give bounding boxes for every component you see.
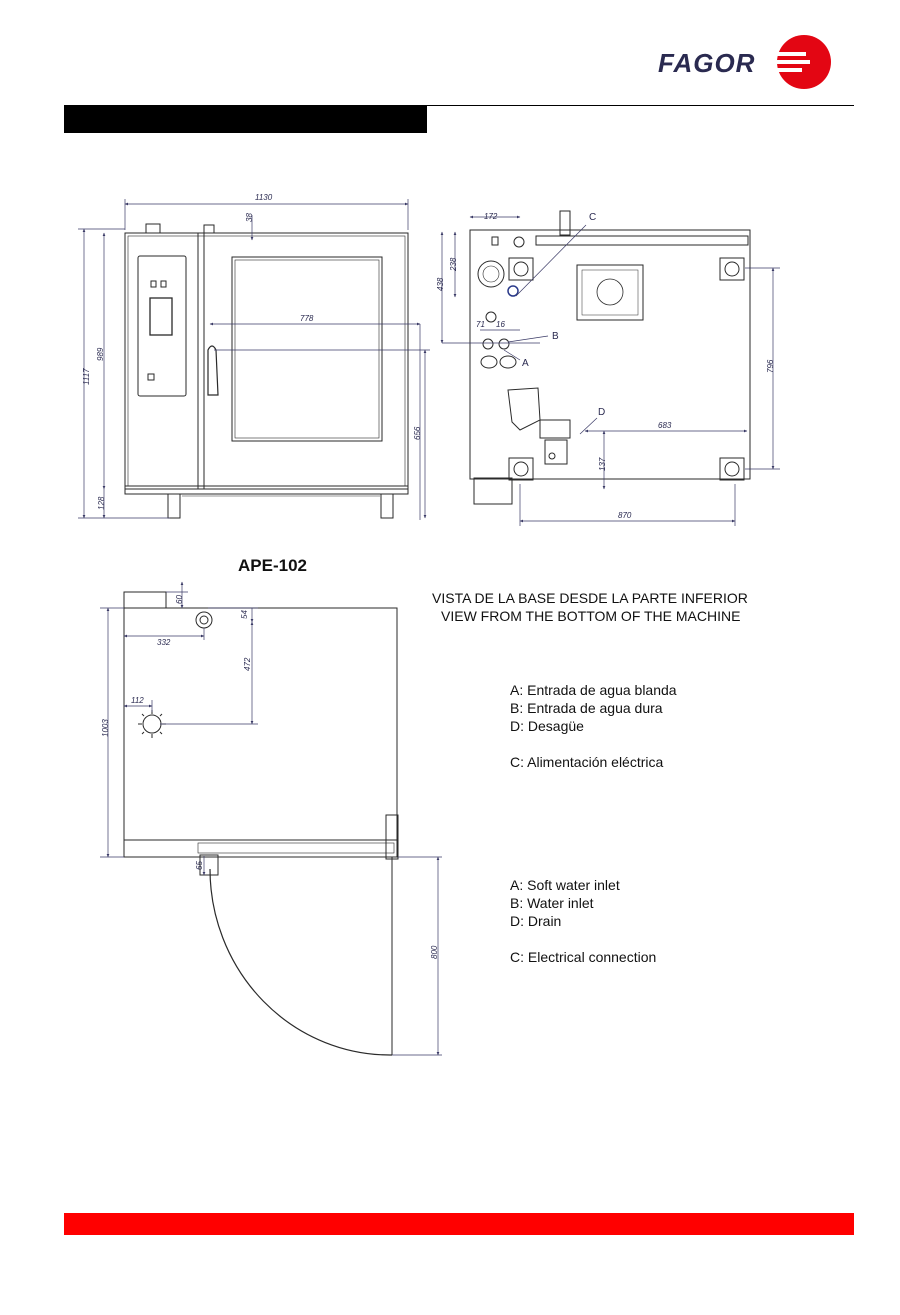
dim-outlet-depth: 472 [243, 657, 252, 671]
legend-es-d: D: Desagüe [510, 718, 584, 734]
label-d: D [598, 407, 605, 418]
dim-top: 172 [484, 212, 498, 221]
legend-en-a: A: Soft water inlet [510, 877, 620, 893]
dim-base-width: 870 [618, 511, 632, 520]
fagor-logo: FAGOR [658, 35, 831, 89]
front-view-dimensions [78, 199, 430, 520]
dim-door-width: 778 [300, 314, 314, 323]
header-bar [64, 106, 427, 133]
label-a: A [522, 358, 529, 369]
legend-en-d: D: Drain [510, 913, 562, 929]
top-view-labels: 60 54 332 472 112 1003 65 800 [101, 595, 439, 959]
dim-drain-height: 137 [598, 457, 607, 471]
dim-handle-height: 656 [413, 426, 422, 440]
dim-top-offset: 38 [245, 213, 254, 222]
side-view-dimensions [440, 215, 780, 526]
dim-depth: 1003 [101, 719, 110, 737]
dim-outlet-x: 332 [157, 638, 171, 647]
view-title-es: VISTA DE LA BASE DESDE LA PARTE INFERIOR [432, 590, 748, 606]
front-view [124, 223, 409, 519]
dim-b: 16 [496, 320, 505, 329]
dim-width: 1130 [255, 193, 273, 202]
dim-outlet-y: 54 [240, 610, 249, 619]
dim-body-height: 989 [96, 347, 105, 361]
front-view-labels: 1130 38 778 1117 989 128 656 [82, 193, 422, 510]
label-c: C [589, 212, 596, 223]
dim-right: 796 [766, 359, 775, 373]
side-view-callouts: C B A D [522, 212, 605, 418]
logo-wordmark: FAGOR [658, 48, 755, 78]
legend-es-c: C: Alimentación eléctrica [510, 754, 664, 770]
dim-hinge: 65 [195, 861, 204, 870]
top-view-dimensions [100, 581, 442, 1056]
view-title-en: VIEW FROM THE BOTTOM OF THE MACHINE [441, 608, 741, 624]
legend-es-a: A: Entrada de agua blanda [510, 682, 677, 698]
side-view-labels: 172 238 438 71 16 796 683 137 870 [436, 212, 775, 520]
header-rule [64, 105, 854, 106]
legend-es-b: B: Entrada de agua dura [510, 700, 663, 716]
dim-chimney: 60 [175, 595, 184, 604]
dim-a: 71 [476, 320, 485, 329]
dim-valve-x: 112 [131, 696, 144, 705]
dim-door-swing: 800 [430, 945, 439, 959]
dim-connections: 438 [436, 277, 445, 291]
dim-upper: 238 [449, 257, 458, 272]
dim-drain-width: 683 [658, 421, 672, 430]
model-title: APE-102 [238, 556, 307, 575]
dim-total-height: 1117 [82, 368, 91, 385]
top-view [123, 591, 399, 1056]
legend-en-b: B: Water inlet [510, 895, 594, 911]
dim-feet: 128 [97, 496, 106, 510]
label-b: B [552, 331, 559, 342]
legend-en-c: C: Electrical connection [510, 949, 657, 965]
footer-bar [64, 1213, 854, 1235]
side-view [469, 210, 751, 505]
